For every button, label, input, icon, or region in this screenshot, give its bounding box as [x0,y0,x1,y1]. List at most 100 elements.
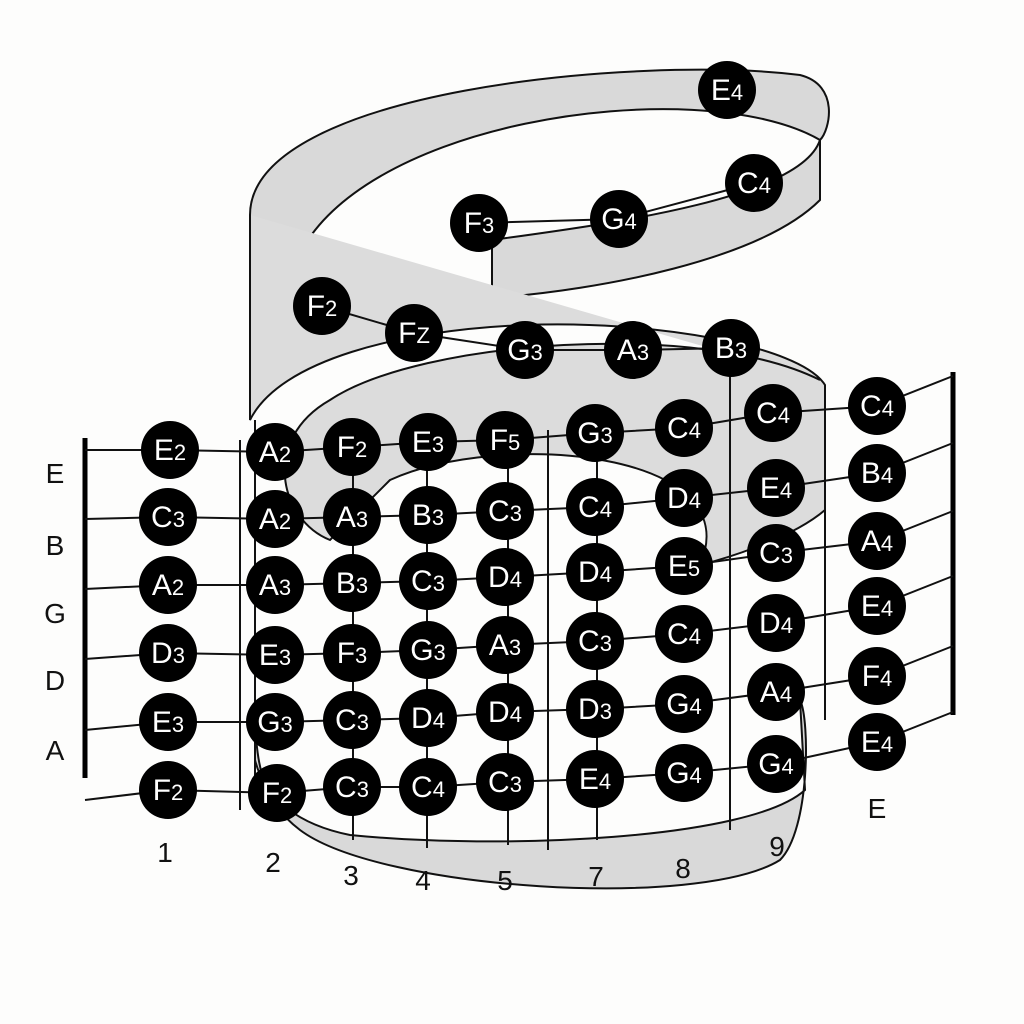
note-marker: C4 [566,478,624,536]
note-label: B3 [336,567,368,600]
fret-number: 3 [343,860,359,891]
note-circle [747,459,805,517]
note-marker: C4 [655,399,713,457]
string-label: A [46,735,65,766]
note-marker: B3 [399,486,457,544]
note-label: C4 [756,397,790,430]
note-circle [566,543,624,601]
note-marker: E3 [399,413,457,471]
note-circle [141,421,199,479]
note-marker: F5 [476,411,534,469]
note-label: C4 [578,491,612,524]
note-circle [702,319,760,377]
note-marker: D4 [476,548,534,606]
note-circle [246,490,304,548]
note-label: A4 [760,676,792,709]
note-marker: E4 [747,459,805,517]
note-marker: D4 [566,543,624,601]
note-marker: F2 [139,761,197,819]
fret-number: 5 [497,865,513,896]
note-circle [848,377,906,435]
note-label: F3 [464,207,495,240]
fret-number: 1 [157,837,173,868]
note-label: F2 [337,431,368,464]
note-label: C4 [667,412,701,445]
note-circle [293,277,351,335]
note-marker: C3 [566,612,624,670]
note-label: D4 [488,696,522,729]
note-circle [476,616,534,674]
note-label: F5 [490,424,521,457]
note-marker: G3 [246,693,304,751]
note-marker: C3 [323,758,381,816]
note-label: D4 [759,607,793,640]
note-marker: C3 [476,753,534,811]
note-label: A2 [259,436,291,469]
note-circle [476,411,534,469]
note-marker: A4 [747,663,805,721]
note-circle [566,404,624,462]
note-marker: G4 [655,744,713,802]
note-circle [399,621,457,679]
note-marker: A2 [246,490,304,548]
note-circle [323,554,381,612]
note-circle [399,413,457,471]
note-circle [323,624,381,682]
note-label: E2 [154,434,186,467]
note-label: C3 [335,771,369,804]
note-marker: FZ [385,304,443,362]
note-marker: C4 [848,377,906,435]
note-marker: D3 [566,680,624,738]
note-label: G4 [666,688,702,721]
note-label: E3 [152,706,184,739]
note-label: C3 [151,501,185,534]
note-marker: A3 [323,488,381,546]
note-marker: E3 [246,626,304,684]
note-label: E3 [259,639,291,672]
note-marker: G3 [566,404,624,462]
fret-number: 7 [588,861,604,892]
note-label: G4 [758,748,794,781]
note-circle [246,693,304,751]
note-circle [385,304,443,362]
note-label: C3 [578,625,612,658]
note-marker: E4 [848,713,906,771]
note-label: A3 [617,334,649,367]
note-label: E4 [579,763,611,796]
note-circle [848,713,906,771]
note-circle [139,761,197,819]
note-label: D3 [578,693,612,726]
ribbon-bottom-band [254,699,807,890]
note-circle [139,488,197,546]
note-label: C3 [488,495,522,528]
note-label: G4 [666,757,702,790]
note-label: C3 [759,537,793,570]
note-circle [248,764,306,822]
note-circle [566,750,624,808]
note-circle [139,624,197,682]
note-circle [698,61,756,119]
note-circle [496,321,554,379]
note-label: B4 [861,457,893,490]
note-marker: C4 [399,758,457,816]
note-circle [848,444,906,502]
note-label: D3 [151,637,185,670]
note-label: D4 [578,556,612,589]
note-circle [476,548,534,606]
note-marker: G3 [399,621,457,679]
note-marker: B3 [323,554,381,612]
fret-number: 8 [675,853,691,884]
string-label: G [44,598,66,629]
note-label: C4 [411,771,445,804]
note-label: F3 [337,637,368,670]
note-circle [566,612,624,670]
note-label: D4 [488,561,522,594]
note-label: G3 [507,334,543,367]
note-circle [476,482,534,540]
note-circle [139,693,197,751]
note-circle [604,321,662,379]
note-label: G3 [410,634,446,667]
note-label: C3 [335,704,369,737]
note-label: FZ [398,317,430,350]
